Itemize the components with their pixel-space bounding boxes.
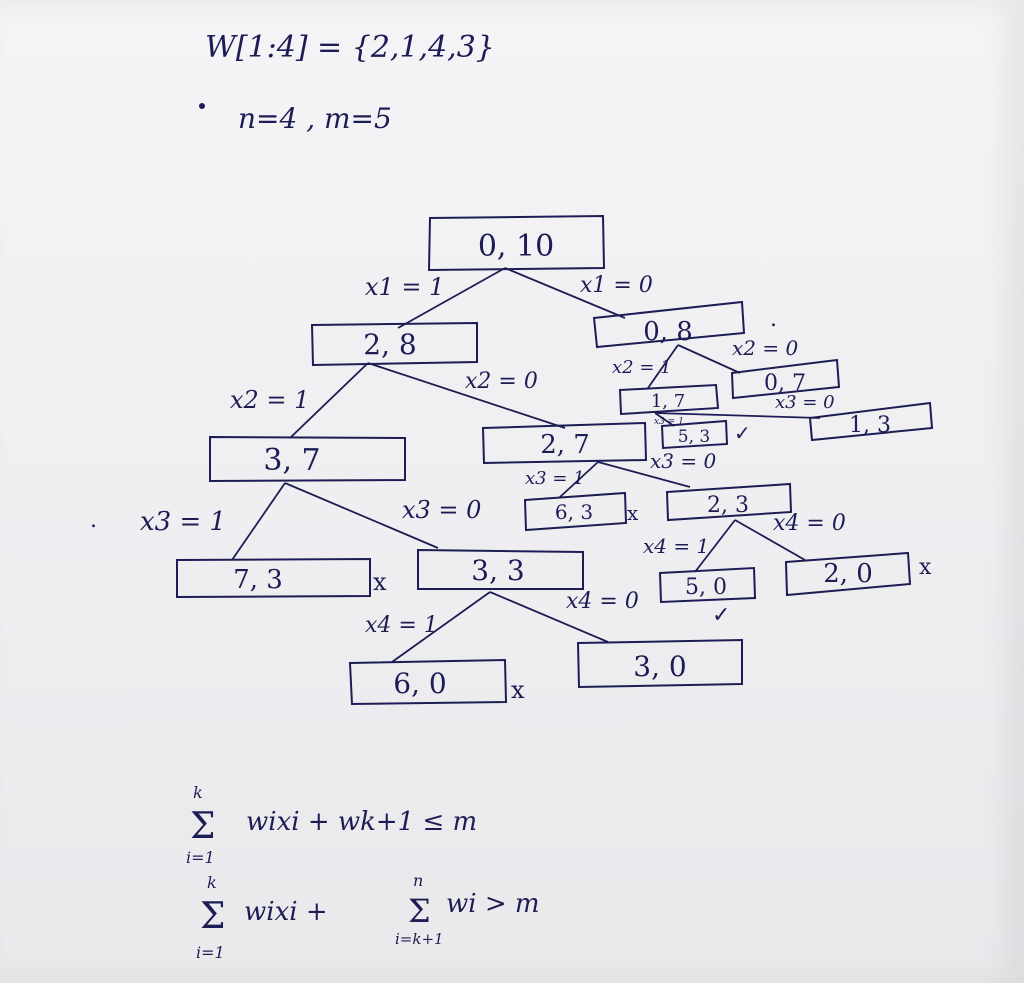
tree-node: 1, 7 [618, 383, 720, 416]
node-label: 0, 10 [478, 229, 554, 264]
tree-node: 0, 7 [730, 358, 841, 400]
edge-label: x4 = 0 [773, 511, 846, 536]
edge-root-n28 [397, 267, 506, 329]
edge-labels: x1 = 1 x1 = 0 x2 = 1 x2 = 0 x2 = 1 x2 = … [140, 273, 846, 638]
edge-label: x3 = 0 [402, 496, 481, 524]
edge-label: x1 = 0 [580, 273, 653, 298]
sum-lower-limit: i=k+1 [395, 930, 444, 948]
edge-n08-n07 [677, 344, 741, 374]
condition-body: wixi + wk+1 ≤ m [246, 807, 477, 837]
tree-node: 2, 3 [665, 482, 793, 522]
sigma-symbol: Σ [190, 806, 215, 847]
sum-upper-limit: k [207, 873, 217, 892]
node-label: 2, 3 [707, 493, 749, 518]
tree-edges [231, 267, 821, 663]
edge-label: x4 = 0 [566, 589, 639, 614]
edge-n37-n73 [231, 482, 286, 561]
edge-n27-n23 [597, 461, 691, 488]
tree-node: 3, 7 [209, 435, 406, 483]
node-label: 5, 3 [678, 427, 710, 447]
tree-node: 0, 10 [427, 214, 606, 272]
tree-node: 7, 3 [176, 557, 371, 599]
node-label: 6, 3 [555, 500, 593, 524]
reject-mark: x [373, 568, 387, 596]
condition-2: k Σ i=1 wixi + n Σ i=k+1 wi > m [196, 871, 540, 962]
sigma-symbol: Σ [200, 896, 225, 937]
tree-node: 3, 0 [576, 638, 743, 689]
edge-label: x2 = 1 [230, 386, 309, 414]
condition-1: k Σ i=1 wixi + wk+1 ≤ m [186, 783, 477, 867]
condition-body: wixi + [244, 897, 328, 927]
edge-label: x2 = 0 [732, 336, 798, 360]
edge-label: x4 = 1 [365, 613, 438, 638]
condition-body: wi > m [446, 889, 540, 919]
accept-mark: ✓ [734, 421, 751, 445]
node-label: 1, 3 [849, 413, 891, 438]
tree-node: 3, 3 [417, 548, 584, 590]
node-label: 6, 0 [393, 667, 446, 700]
tree-node: 2, 8 [310, 321, 478, 367]
params-line: n=4 , m=5 [238, 102, 392, 135]
node-label: 7, 3 [233, 565, 283, 595]
edge-n17-n13 [654, 412, 821, 419]
reject-mark: x [627, 501, 639, 525]
sum-upper-limit: n [413, 871, 423, 890]
tree-node: 0, 8 [592, 300, 746, 349]
edge-n33-n30 [489, 591, 609, 643]
sum-lower-limit: i=1 [196, 943, 225, 962]
tree-node: 2, 0 [784, 551, 912, 597]
node-label: 3, 7 [263, 443, 320, 478]
edge-label: x3 = 1 [140, 507, 226, 537]
tree-node: 5, 3 [660, 419, 729, 450]
node-label: 0, 8 [643, 317, 693, 347]
edge-n23-n50 [694, 519, 736, 573]
tree-node: 1, 3 [808, 401, 934, 442]
node-label: 5, 0 [685, 575, 727, 600]
node-label: 1, 7 [651, 391, 685, 412]
node-label: 3, 0 [633, 650, 686, 683]
bullet-dot [199, 103, 205, 109]
edge-n23-n20 [734, 519, 806, 561]
edge-n08-n17 [647, 344, 679, 389]
weights-line: W[1:4] = {2,1,4,3} [205, 30, 495, 65]
edge-label: x3 = 0 [650, 449, 716, 473]
stray-dot: . [90, 508, 97, 533]
edge-n27-n63 [559, 461, 599, 498]
edge-n33-n60 [391, 591, 491, 663]
reject-mark: x [919, 555, 932, 580]
edge-label: x3 = 1 [525, 468, 585, 489]
node-label: 2, 7 [540, 430, 590, 460]
node-label: 2, 8 [363, 328, 416, 361]
tree-node: 6, 0 [348, 658, 508, 706]
tree-nodes: 0, 10 2, 8 0, 8 3, 7 2, 7 1, 7 0, 7 5, [176, 214, 934, 706]
tree-node: 2, 7 [481, 421, 648, 465]
node-label: 2, 0 [823, 559, 873, 589]
edge-label: x2 = 0 [465, 369, 538, 394]
accept-mark: ✓ [712, 603, 730, 628]
stray-dot: . [770, 307, 777, 332]
edge-label: x2 = 1 [612, 357, 672, 378]
edge-root-n08 [504, 267, 626, 319]
edge-n17-n53 [654, 412, 675, 427]
sum-upper-limit: k [193, 783, 203, 802]
node-label: 3, 3 [471, 554, 524, 587]
edge-label: x3 = 1 [654, 417, 684, 427]
node-label: 0, 7 [764, 371, 806, 396]
edge-n37-n33 [284, 482, 439, 549]
edge-n28-n27 [367, 362, 566, 429]
tree-node: 5, 0 [658, 566, 757, 604]
edge-label: x1 = 1 [365, 273, 444, 301]
tree-node: 6, 3 [523, 491, 628, 532]
edge-label: x3 = 0 [775, 392, 835, 413]
sigma-symbol: Σ [408, 892, 431, 930]
edge-label: x4 = 1 [643, 534, 709, 558]
edge-n28-n37 [289, 362, 369, 439]
sum-lower-limit: i=1 [186, 848, 215, 867]
reject-mark: x [511, 676, 525, 704]
pruning-marks: x x x x ✓ ✓ . . [90, 307, 932, 704]
